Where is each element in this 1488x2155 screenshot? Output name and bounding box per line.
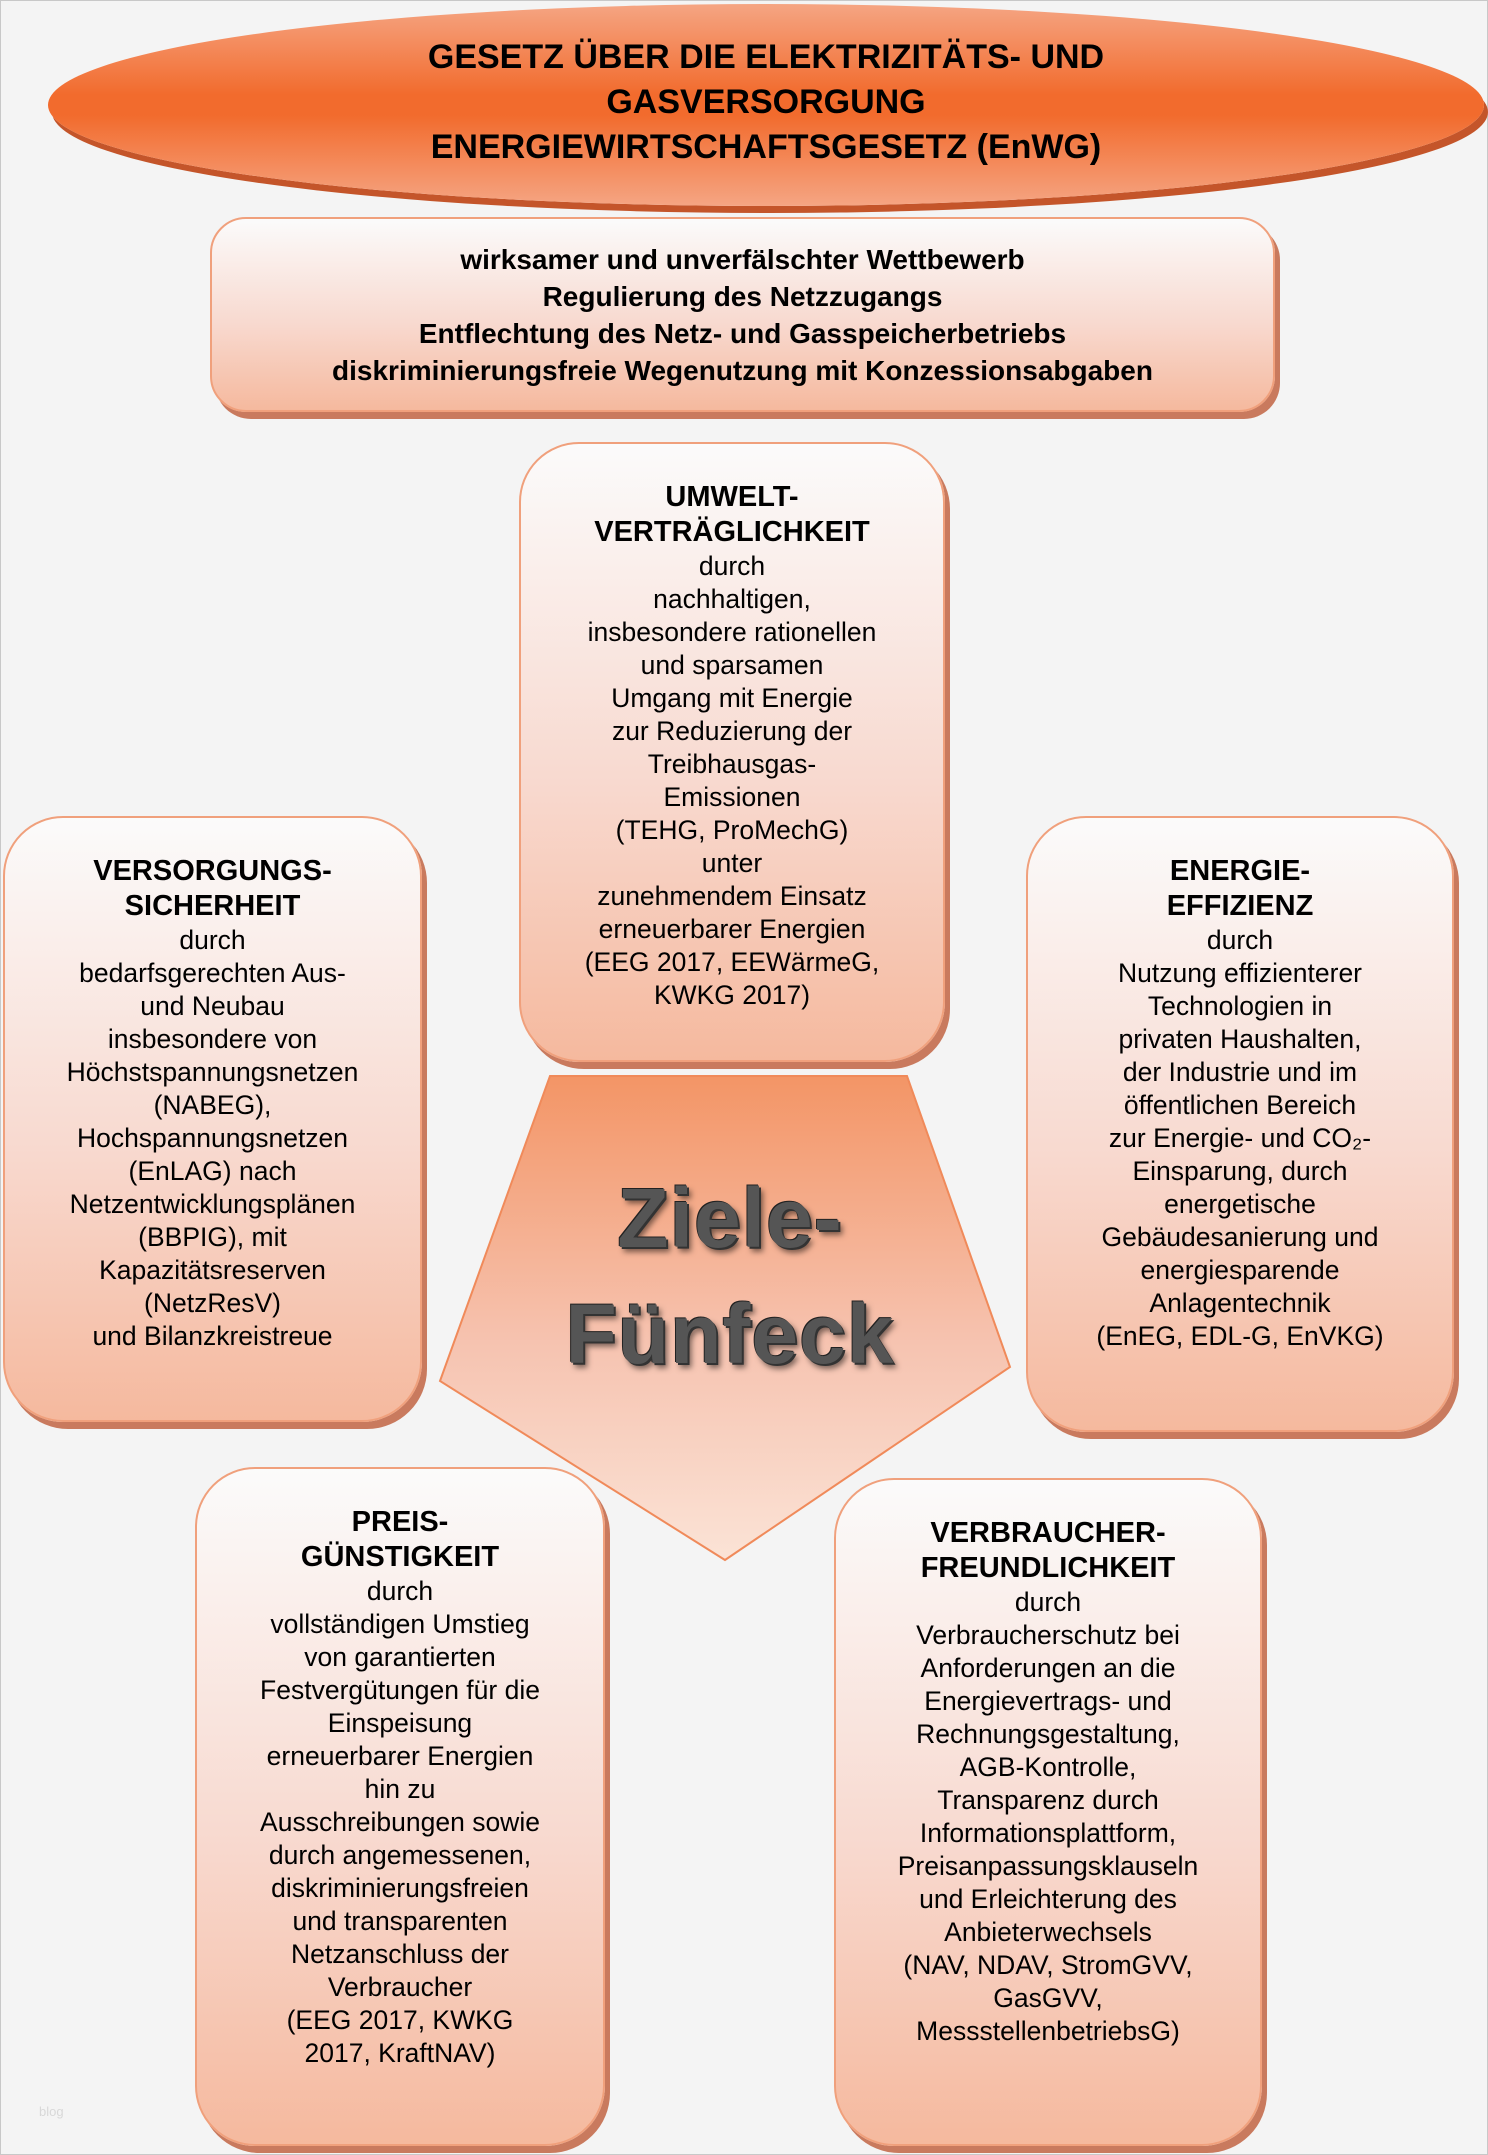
- goal-heading: VERBRAUCHER- FREUNDLICHKEIT: [920, 1517, 1176, 1584]
- goal-box-verbraucher: VERBRAUCHER- FREUNDLICHKEIT durch Verbra…: [834, 1478, 1262, 2146]
- goal-box-effizienz: ENERGIE- EFFIZIENZ durch Nutzung effizie…: [1026, 816, 1454, 1432]
- title-ellipse: GESETZ ÜBER DIE ELEKTRIZITÄTS- UND GASVE…: [48, 4, 1484, 206]
- goal-box-versorgung: VERSORGUNGS- SICHERHEIT durch bedarfsger…: [3, 816, 422, 1422]
- goal-text: durch bedarfsgerechten Aus- und Neubau i…: [66, 925, 359, 1351]
- goal-heading: PREIS- GÜNSTIGKEIT: [300, 1506, 500, 1573]
- principles-box: wirksamer und unverfälschter Wettbewerb …: [210, 217, 1275, 412]
- goal-box-preis: PREIS- GÜNSTIGKEIT durch vollständigen U…: [195, 1467, 605, 2146]
- goal-text: durch nachhaltigen, insbesondere ratione…: [584, 551, 880, 1010]
- goal-heading: UMWELT- VERTRÄGLICHKEIT: [594, 481, 870, 548]
- goal-heading: ENERGIE- EFFIZIENZ: [1166, 855, 1314, 922]
- goal-text: durch Verbraucherschutz bei Anforderunge…: [897, 1587, 1199, 2046]
- center-label: Ziele- Fünfeck: [565, 1171, 895, 1381]
- goal-heading: VERSORGUNGS- SICHERHEIT: [93, 855, 332, 922]
- goal-text: durch vollständigen Umstieg von garantie…: [260, 1576, 540, 2068]
- watermark: blog: [39, 2104, 64, 2119]
- goal-text: durch Nutzung effizienterer Technologien…: [1096, 925, 1384, 1351]
- principles-text: wirksamer und unverfälschter Wettbewerb …: [332, 243, 1153, 386]
- diagram-title: GESETZ ÜBER DIE ELEKTRIZITÄTS- UND GASVE…: [427, 37, 1105, 166]
- goal-box-umwelt: UMWELT- VERTRÄGLICHKEIT durch nachhaltig…: [519, 442, 945, 1062]
